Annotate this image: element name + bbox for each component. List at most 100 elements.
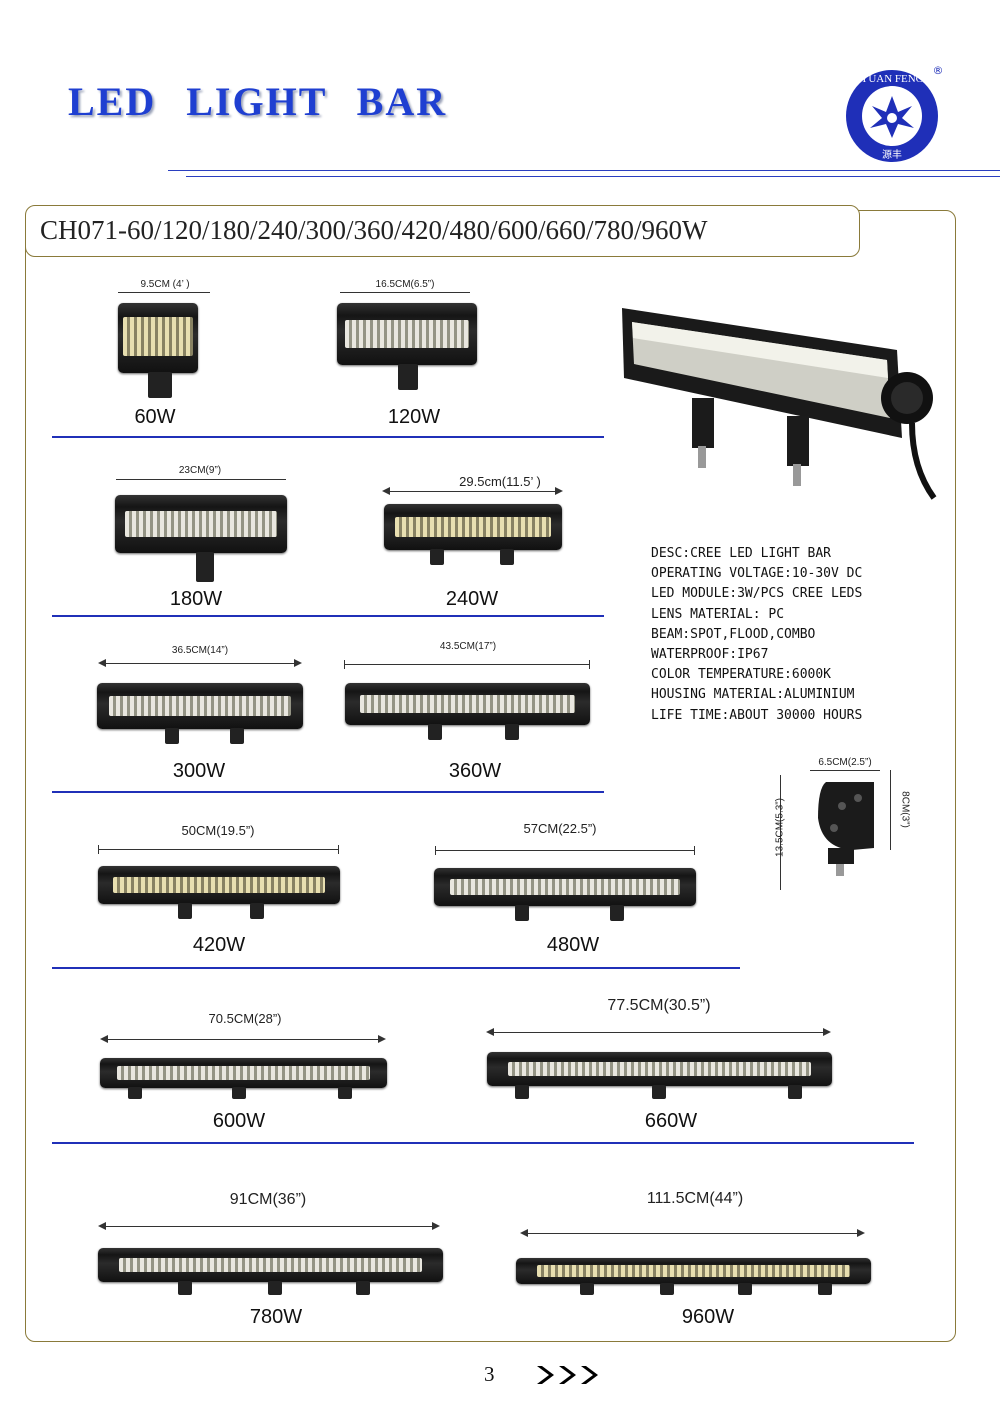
dimension-arrow-left [98,659,106,667]
header-rule-bottom [186,176,1000,177]
watt-label-120w: 120W [387,406,441,428]
watt-label-360w: 360W [448,760,502,782]
row-separator-1 [52,436,604,438]
mount-bracket [356,1281,370,1295]
spec-list: DESC:CREE LED LIGHT BAR OPERATING VOLTAG… [651,544,862,726]
dimension-arrow-right [555,487,563,495]
spec-waterproof: WATERPROOF:IP67 [651,647,769,663]
product-image-300w [97,683,303,729]
side-view-depth-label: 8CM(3”) [899,791,911,828]
row-separator-3 [52,791,604,793]
dimension-label-180w: 23CM(9”) [178,465,222,476]
spec-desc: DESC:CREE LED LIGHT BAR [651,546,832,561]
model-line: CH071-60/120/180/240/300/360/420/480/600… [25,205,860,257]
spec-lens: LENS MATERIAL: PC [651,606,785,622]
dimension-line-120w [340,292,470,293]
mount-bracket [230,728,244,744]
dimension-line-960w [526,1233,858,1234]
mount-bracket [232,1087,246,1099]
dimension-line-600w [106,1039,380,1040]
side-view-image [812,778,882,878]
mount-bracket [818,1283,832,1295]
watt-label-420w: 420W [192,934,246,956]
watt-label-480w: 480W [546,934,600,956]
dimension-line-180w [116,479,286,480]
dimension-label-480w: 57CM(22.5”) [523,821,597,836]
mount-bracket [250,903,264,919]
dimension-arrow-right [823,1028,831,1036]
mount-bracket [788,1085,802,1099]
dimension-line-360w [345,664,590,665]
mount-bracket [268,1281,282,1295]
product-image-180w [115,495,287,553]
mount-bracket [610,905,624,921]
spec-voltage: OPERATING VOLTAGE:10-30V DC [651,566,863,582]
product-image-60w [118,303,198,373]
featured-product-image [612,298,937,503]
dimension-arrow-right [378,1035,386,1043]
registered-mark: ® [933,64,944,77]
mount-bracket [128,1087,142,1099]
watt-label-600w: 600W [212,1110,266,1132]
mount-bracket [660,1283,674,1295]
dimension-label-660w: 77.5CM(30.5”) [607,997,711,1014]
product-image-660w [487,1052,832,1086]
dimension-arrow-right [294,659,302,667]
dimension-label-960w: 111.5CM(44”) [646,1190,744,1207]
side-view-height-line [780,775,781,890]
mount-bracket [196,552,214,582]
mount-bracket [148,372,172,398]
watt-label-180w: 180W [169,588,223,610]
mount-bracket [515,1085,529,1099]
product-image-480w [434,868,696,906]
side-view-width-line [810,770,880,771]
mount-bracket [398,364,418,390]
dimension-arrow-left [382,487,390,495]
logo-text-bottom: 源丰 [882,148,902,161]
dimension-label-240w: 29.5cm(11.5’ ) [459,474,541,489]
product-image-600w [100,1058,387,1088]
dimension-line-300w [104,663,296,664]
dimension-label-120w: 16.5CM(6.5”) [375,279,435,290]
dimension-line-60w [118,292,210,293]
dimension-label-300w: 36.5CM(14”) [171,645,229,656]
mount-bracket [580,1283,594,1295]
next-page-chevron-icon [535,1364,607,1386]
dimension-label-360w: 43.5CM(17”) [439,641,497,652]
product-image-120w [337,303,477,365]
side-view-width-label: 6.5CM(2.5”) [818,757,872,768]
product-image-780w [98,1248,443,1282]
dimension-line-660w [492,1032,824,1033]
watt-label-960w: 960W [681,1306,735,1328]
product-image-420w [98,866,340,904]
dimension-tick-right [694,846,695,855]
side-view-height-label: 13.5CM(5.3”) [774,798,786,857]
dimension-arrow-left [100,1035,108,1043]
watt-label-300w: 300W [172,760,226,782]
dimension-tick-left [344,660,345,669]
mount-bracket [738,1283,752,1295]
dimension-arrow-left [486,1028,494,1036]
row-separator-5 [52,1142,914,1144]
dimension-arrow-left [98,1222,106,1230]
watt-label-60w: 60W [134,406,176,428]
brand-logo: YUAN FENG 源丰 ® [842,62,946,166]
row-separator-2 [52,615,604,617]
dimension-arrow-right [432,1222,440,1230]
dimension-line-780w [104,1226,434,1227]
side-view-depth-line [890,770,891,850]
page-number: 3 [484,1362,495,1386]
mount-bracket [165,728,179,744]
watt-label-780w: 780W [249,1306,303,1328]
spec-housing: HOUSING MATERIAL:ALUMINIUM [651,687,855,703]
mount-bracket [500,549,514,565]
product-image-360w [345,683,590,725]
dimension-line-420w [98,849,339,850]
mount-bracket [652,1085,666,1099]
watt-label-240w: 240W [445,588,499,610]
spec-led-module: LED MODULE:3W/PCS CREE LEDS [651,586,863,602]
dimension-tick-right [338,845,339,854]
dimension-arrow-left [520,1229,528,1237]
dimension-line-240w [388,491,556,492]
mount-bracket [515,905,529,921]
